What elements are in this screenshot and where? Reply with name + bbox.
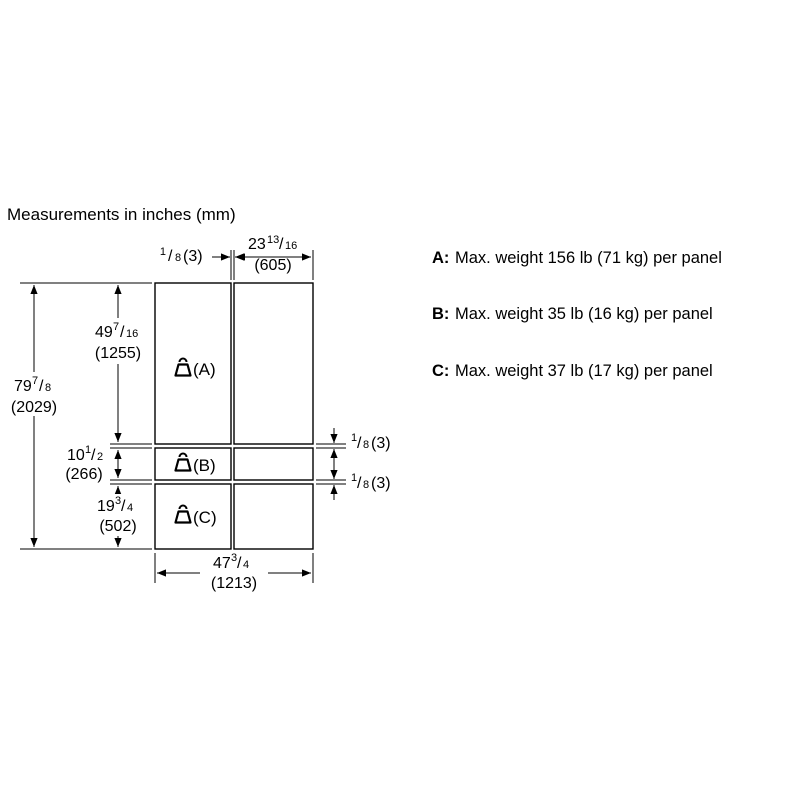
svg-text:10: 10 (67, 447, 85, 464)
legend-item-b: B: Max. weight 35 lb (16 kg) per panel (432, 305, 713, 323)
svg-text:13: 13 (267, 234, 279, 246)
svg-text:1: 1 (160, 246, 166, 258)
svg-text:(1255): (1255) (95, 345, 141, 362)
dim-gap-right-2: 1 / 8 (3) (351, 472, 391, 492)
svg-text:/: / (237, 555, 242, 572)
dim-lower-height: 19 3 / 4 (502) (92, 494, 144, 536)
extension-lines (20, 250, 346, 583)
svg-text:(B): (B) (193, 456, 216, 475)
svg-text:(605): (605) (254, 257, 291, 274)
svg-text:/: / (120, 324, 125, 341)
panel-a-right (233, 282, 314, 445)
svg-text:8: 8 (363, 479, 369, 491)
svg-text:/: / (279, 236, 284, 253)
weight-icon (174, 452, 192, 472)
svg-text:7: 7 (32, 375, 38, 387)
panel-c-right (233, 483, 314, 550)
svg-text:Max. weight 35 lb (16 kg) per: Max. weight 35 lb (16 kg) per panel (455, 305, 713, 323)
svg-text:/: / (168, 248, 173, 265)
svg-text:16: 16 (285, 240, 297, 252)
svg-text:2: 2 (97, 451, 103, 463)
svg-text:(A): (A) (193, 360, 216, 379)
svg-text:/: / (357, 435, 362, 452)
svg-text:49: 49 (95, 324, 113, 341)
dim-gap-right-1: 1 / 8 (3) (351, 432, 391, 452)
svg-text:(3): (3) (183, 248, 203, 265)
svg-text:7: 7 (113, 321, 119, 333)
panel-label-b: (B) (174, 452, 216, 475)
dim-total-height: 79 7 / 8 (2029) (4, 372, 64, 416)
svg-text:1: 1 (351, 432, 357, 444)
svg-text:8: 8 (45, 382, 51, 394)
svg-text:3: 3 (115, 495, 121, 507)
panel-label-c: (C) (174, 504, 217, 527)
panel-c-left (154, 483, 232, 550)
svg-text:(1213): (1213) (211, 575, 257, 592)
svg-text:B:: B: (432, 305, 449, 323)
weight-icon (174, 504, 192, 524)
dimension-lines (30, 253, 338, 577)
legend-item-c: C: Max. weight 37 lb (17 kg) per panel (432, 362, 713, 380)
svg-text:4: 4 (243, 559, 249, 571)
svg-text:Max. weight 156 lb (71 kg) per: Max. weight 156 lb (71 kg) per panel (455, 249, 722, 267)
svg-text:8: 8 (363, 439, 369, 451)
svg-text:23: 23 (248, 236, 266, 253)
legend-item-a: A: Max. weight 156 lb (71 kg) per panel (432, 249, 722, 267)
dim-middle-height: 10 1 / 2 (266) (65, 444, 103, 483)
panel-b-left (154, 447, 232, 481)
appliance-front (154, 282, 314, 550)
svg-text:16: 16 (126, 328, 138, 340)
svg-text:19: 19 (97, 498, 115, 515)
svg-text:4: 4 (127, 502, 133, 514)
svg-text:47: 47 (213, 555, 231, 572)
panel-label-a: (A) (174, 357, 216, 379)
dim-door-width: 23 13 / 16 (605) (248, 234, 297, 274)
svg-text:8: 8 (175, 252, 181, 264)
dim-gap-top: 1 / 8 (3) (160, 246, 203, 265)
dim-upper-height: 49 7 / 16 (1255) (88, 318, 150, 364)
svg-text:(502): (502) (99, 518, 136, 535)
svg-text:/: / (121, 498, 126, 515)
svg-text:/: / (39, 378, 44, 395)
legend: A: Max. weight 156 lb (71 kg) per panel … (432, 249, 722, 380)
svg-text:(3): (3) (371, 475, 391, 492)
dim-total-width: 47 3 / 4 (1213) (200, 552, 268, 592)
weight-icon (174, 357, 192, 377)
svg-text:79: 79 (14, 378, 32, 395)
svg-text:1: 1 (351, 472, 357, 484)
panel-b-right (233, 447, 314, 481)
svg-text:C:: C: (432, 362, 449, 380)
svg-text:3: 3 (231, 552, 237, 564)
svg-text:/: / (91, 447, 96, 464)
svg-text:(266): (266) (65, 466, 102, 483)
panel-a-left (154, 282, 232, 445)
svg-text:1: 1 (85, 444, 91, 456)
svg-text:(3): (3) (371, 435, 391, 452)
caption: Measurements in inches (mm) (7, 205, 236, 224)
svg-text:/: / (357, 475, 362, 492)
svg-text:(2029): (2029) (11, 399, 57, 416)
svg-text:A:: A: (432, 249, 449, 267)
svg-text:Max. weight 37 lb (17 kg) per: Max. weight 37 lb (17 kg) per panel (455, 362, 713, 380)
svg-text:(C): (C) (193, 508, 217, 527)
